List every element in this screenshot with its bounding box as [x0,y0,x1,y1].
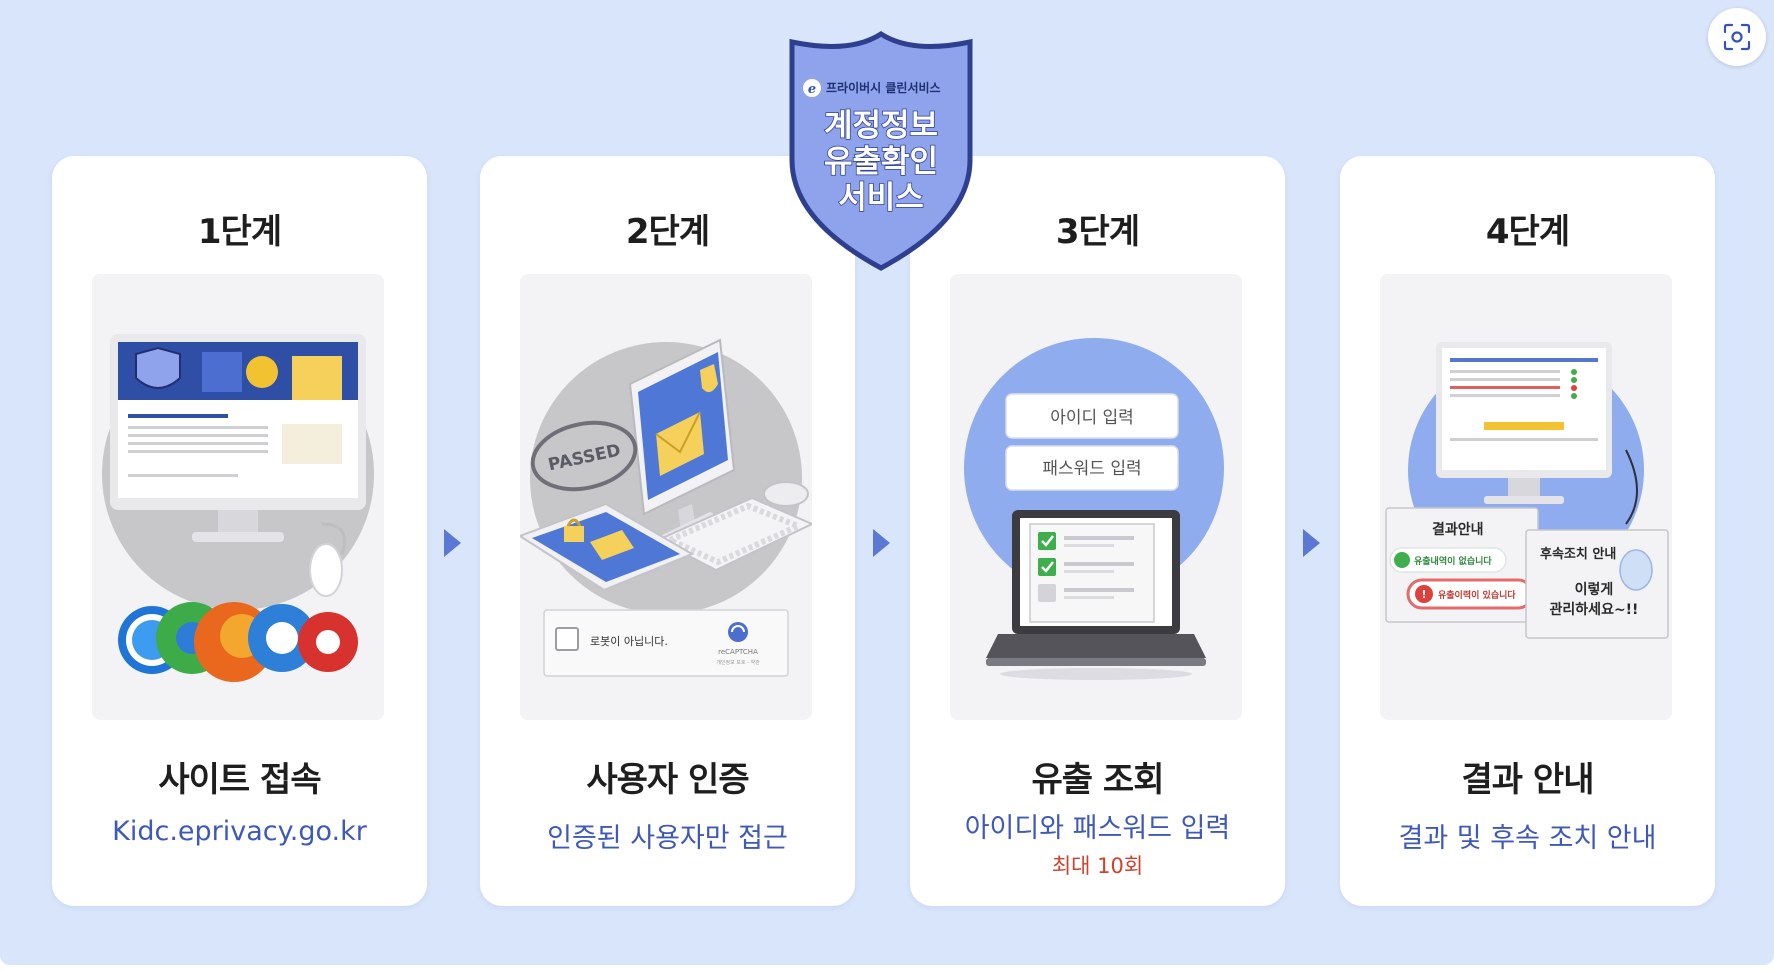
password-input[interactable] [1005,445,1179,491]
step-card-2: 2단계 [480,156,855,906]
step-card-4: 4단계 결과안내 [1340,156,1715,906]
step-label-1: 1단계 [197,212,282,252]
result-panel-title: 결과안내 [1432,521,1484,538]
step-description-4: 결과 및 후속 조치 안내 [1398,823,1657,854]
service-badge: e 프라이버시 클린서비스 계정정보 유출확인 서비스 [786,30,976,275]
step-note-3: 최대 10회 [1051,854,1144,878]
step-title-1: 사이트 접속 [158,760,321,800]
triangle-right-icon [1303,529,1320,557]
e-logo-icon: e [808,82,816,97]
user-auth-illustration: PASSED 로봇이 아닙니다. reCAPTCHA 개인정보 보호 - 약관 [520,274,812,720]
step-description-2: 인증된 사용자만 접근 [547,823,788,854]
result-bad-text: 유출이력이 있습니다 [1438,589,1516,601]
result-notice-illustration: 결과안내 유출내역이 없습니다 ! 유출이력이 있습니다 후속조치 안내 이렇게… [1380,274,1672,720]
step-label-2: 2단계 [625,212,710,252]
badge-title-line-2: 유출확인 [824,144,938,180]
svg-text:!: ! [1421,588,1426,601]
site-access-illustration [92,274,384,720]
step-title-3: 유출 조회 [1031,760,1165,800]
step-description-3: 아이디와 패스워드 입력 [964,813,1231,844]
step-label-3: 3단계 [1055,212,1140,252]
badge-title-line-1: 계정정보 [824,108,938,144]
step-label-4: 4단계 [1485,212,1570,252]
password-input-placeholder: 패스워드 입력 [1042,459,1141,479]
leak-lookup-illustration: 아이디 입력 패스워드 입력 [950,274,1242,720]
step-title-4: 결과 안내 [1461,760,1595,800]
captcha-checkbox[interactable] [555,627,579,651]
followup-panel-title: 후속조치 안내 [1540,546,1616,562]
triangle-right-icon [444,529,461,557]
captcha-privacy-terms: 개인정보 보호 - 약관 [716,659,760,666]
captcha-label: 로봇이 아닙니다. [590,635,668,648]
step-description-1: Kidc.eprivacy.go.kr [112,816,367,847]
screen-capture-icon [1723,23,1751,51]
id-input[interactable] [1005,393,1179,439]
screen-capture-button[interactable] [1708,8,1766,66]
step-card-1: 1단계 [52,156,427,906]
captcha-brand: reCAPTCHA [718,648,758,656]
step-card-3: 3단계 아이디 입력 패스워드 입력 [910,156,1285,906]
badge-brand: 프라이버시 클린서비스 [826,80,941,95]
step-title-2: 사용자 인증 [586,760,749,800]
badge-title-line-3: 서비스 [838,180,924,216]
followup-line-2: 관리하세요~!! [1550,601,1639,618]
result-ok-text: 유출내역이 없습니다 [1414,555,1492,567]
id-input-placeholder: 아이디 입력 [1050,408,1134,428]
followup-line-1: 이렇게 [1575,581,1614,598]
triangle-right-icon [873,529,890,557]
